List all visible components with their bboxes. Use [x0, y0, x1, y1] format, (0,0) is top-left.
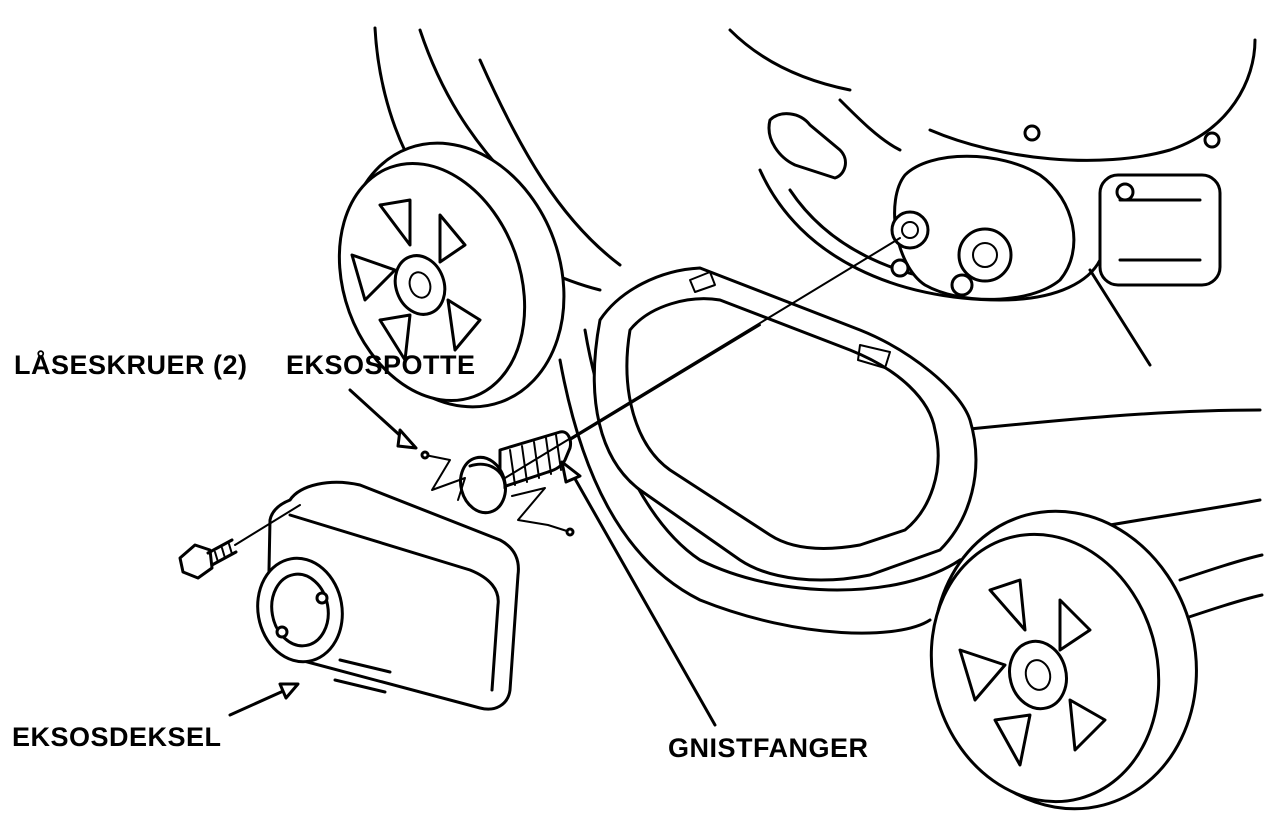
right-wheel — [929, 509, 1198, 811]
muffler-label: EKSOSPOTTE — [286, 350, 476, 380]
arrester-arrow — [568, 468, 717, 727]
left-wheel — [337, 141, 566, 409]
spark-arrester — [459, 430, 572, 515]
cover-bolt — [178, 504, 301, 580]
exhaust-cover-label: EKSOSDEKSEL — [12, 722, 222, 752]
muffler-leader — [1088, 268, 1152, 367]
leader-lines — [228, 237, 1152, 727]
spark-arrester-label: GNISTFANGER — [668, 733, 869, 763]
lock-screws-arrow — [348, 388, 407, 442]
handle-bracket — [592, 266, 978, 582]
lock-screws-label: LÅSESKRUER (2) — [14, 350, 248, 380]
lock-screws — [420, 450, 575, 537]
engine-block — [758, 98, 1222, 302]
exhaust-cover — [256, 480, 520, 711]
cover-arrow — [228, 686, 292, 717]
muffler — [890, 154, 1076, 301]
